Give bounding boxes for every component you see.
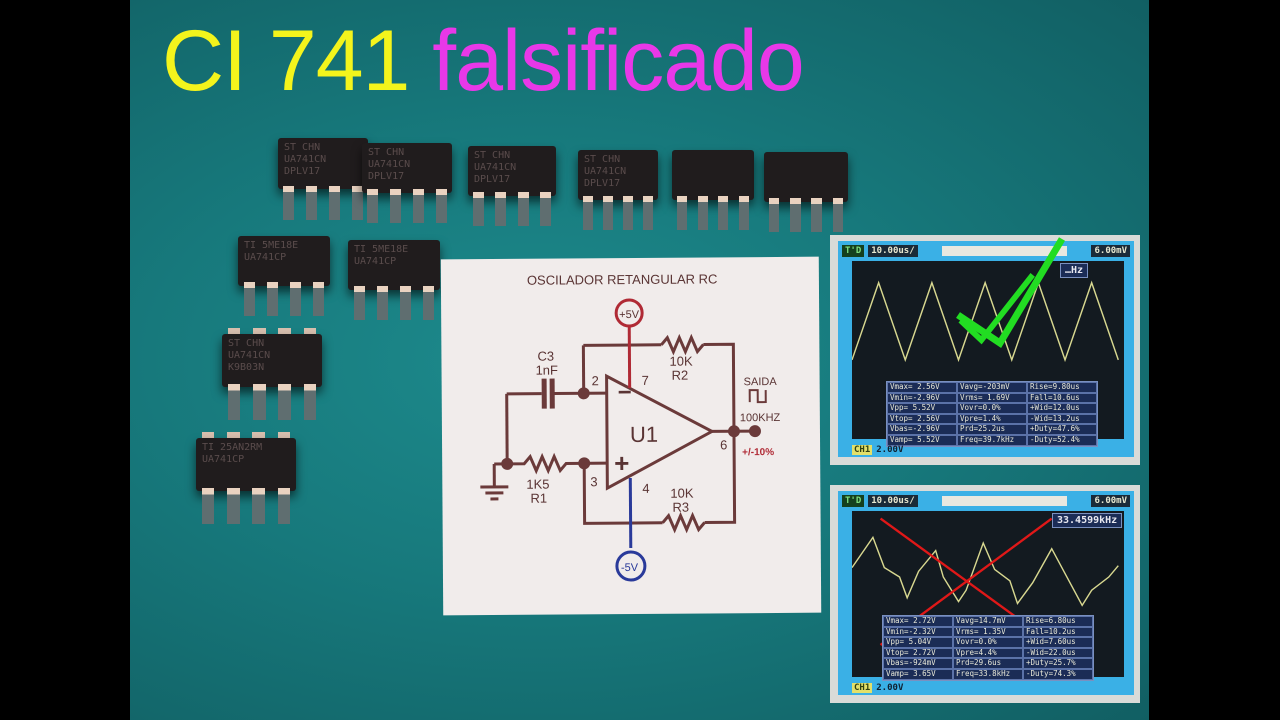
timebase: 10.00us/ [868,245,918,257]
title-part-falsificado: falsificado [432,13,804,109]
scope-mode: T'D [842,495,865,507]
inverting-sign: − [618,379,632,406]
pin-6: 6 [720,437,727,452]
output-frequency: 100KHZ [740,412,781,424]
schematic-title: OSCILADOR RETANGULAR RC [527,271,718,287]
chip-5-blank [672,150,754,230]
vee-label: -5V [621,562,639,574]
big-check-icon [956,237,1066,348]
r1-value: 1K5 [526,477,549,492]
pin-2: 2 [592,373,599,388]
frequency-readout: …Hz [1060,263,1089,278]
schematic-sheet: OSCILADOR RETANGULAR RC C3 1nF 1K5 R1 10… [440,256,822,616]
pin-3: 3 [590,474,597,489]
title-part-ci741: CI 741 [162,13,410,109]
pin-4: 4 [642,481,649,496]
vcc-label: +5V [619,309,640,321]
c3-label: C3 [537,349,554,364]
noninverting-sign: + [614,448,629,478]
pin-7: 7 [642,373,649,388]
r3-value: 10K [670,486,694,501]
c3-value: 1nF [535,363,558,378]
r2-value: 10K [669,354,693,369]
page-title: CI 741 falsificado [162,18,805,104]
output-label: SAIDA [744,376,778,388]
r1-label: R1 [530,491,547,506]
r2-label: R2 [672,368,689,383]
scope-mode: T'D [842,245,865,257]
volts-per-div: 2.00V [876,683,904,693]
volts-per-div: 2.00V [876,445,904,455]
frequency-readout: 33.4599kHz [1052,513,1123,528]
trigger-level: 6.00mV [1091,495,1130,507]
timebase: 10.00us/ [868,495,918,507]
chip-6-blank [764,152,848,232]
opamp-label: U1 [630,422,658,447]
trigger-level: 6.00mV [1091,245,1130,257]
tolerance-label: +/-10% [742,447,774,458]
check-mark-icon [958,272,1035,345]
scope-bad: T'D 10.00us/ 6.00mV 33.4599kHz Vmax= 2.7… [830,485,1140,703]
r3-label: R3 [672,500,689,515]
